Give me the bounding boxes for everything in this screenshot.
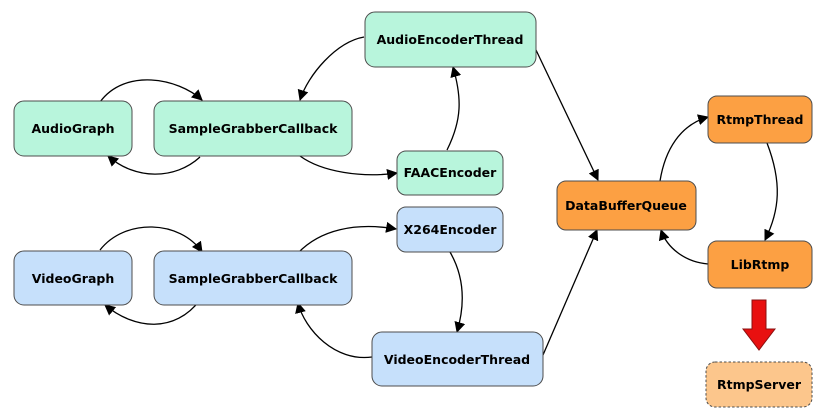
edge-audioencoderthread-to-samplegrabber — [297, 36, 365, 102]
edge-videoencoderthread-to-samplegrabber — [295, 301, 373, 359]
edge-videoencoderthread-to-databufferqueue — [542, 228, 599, 356]
nodes-layer: AudioGraph SampleGrabberCallback AudioEn… — [13, 11, 813, 408]
edge-samplegrabber-to-audiograph — [107, 155, 201, 175]
edge-faacencoder-to-audioencoderthread — [446, 65, 462, 151]
edge-samplegrabber-to-videograph — [104, 299, 201, 325]
node-faac-encoder: FAACEncoder — [396, 150, 504, 196]
edge-samplegrabber-to-faacencoder — [299, 155, 399, 180]
node-audio-graph: AudioGraph — [13, 100, 133, 157]
edge-rtmpthread-to-librtmp — [764, 142, 778, 241]
node-label: VideoEncoderThread — [384, 352, 530, 367]
block-arrow-down-icon — [741, 299, 777, 351]
node-rtmp-thread: RtmpThread — [707, 95, 813, 144]
edge-x264encoder-to-videoencoderthread — [449, 251, 466, 334]
node-label: VideoGraph — [32, 271, 114, 286]
node-label: SampleGrabberCallback — [169, 271, 339, 286]
node-label: SampleGrabberCallback — [169, 121, 339, 136]
edge-audiograph-to-samplegrabber — [99, 79, 203, 103]
node-label: RtmpThread — [716, 112, 803, 127]
node-data-buffer-queue: DataBufferQueue — [556, 180, 697, 231]
edge-databufferqueue-to-rtmpthread — [659, 114, 710, 182]
node-label: AudioGraph — [31, 121, 114, 136]
edge-samplegrabber-to-x264encoder — [297, 221, 398, 254]
node-video-encoder-thread: VideoEncoderThread — [371, 331, 544, 387]
node-label: X264Encoder — [404, 222, 498, 237]
edge-librtmp-to-databufferqueue — [658, 228, 709, 265]
edge-audioencoderthread-to-databufferqueue — [535, 49, 599, 181]
node-rtmp-server: RtmpServer — [705, 361, 813, 408]
node-x264-encoder: X264Encoder — [396, 206, 504, 253]
node-label: AudioEncoderThread — [377, 32, 524, 47]
edge-videograph-to-samplegrabber — [99, 226, 203, 253]
node-label: DataBufferQueue — [565, 198, 687, 213]
node-label: LibRtmp — [731, 257, 790, 272]
node-audio-encoder-thread: AudioEncoderThread — [364, 11, 537, 68]
node-label: RtmpServer — [717, 377, 802, 392]
node-video-graph: VideoGraph — [13, 250, 133, 306]
node-audio-sample-grabber: SampleGrabberCallback — [153, 100, 353, 157]
edges-layer — [99, 36, 778, 359]
node-video-sample-grabber: SampleGrabberCallback — [153, 250, 353, 306]
node-lib-rtmp: LibRtmp — [707, 240, 813, 289]
node-label: FAACEncoder — [404, 165, 497, 180]
